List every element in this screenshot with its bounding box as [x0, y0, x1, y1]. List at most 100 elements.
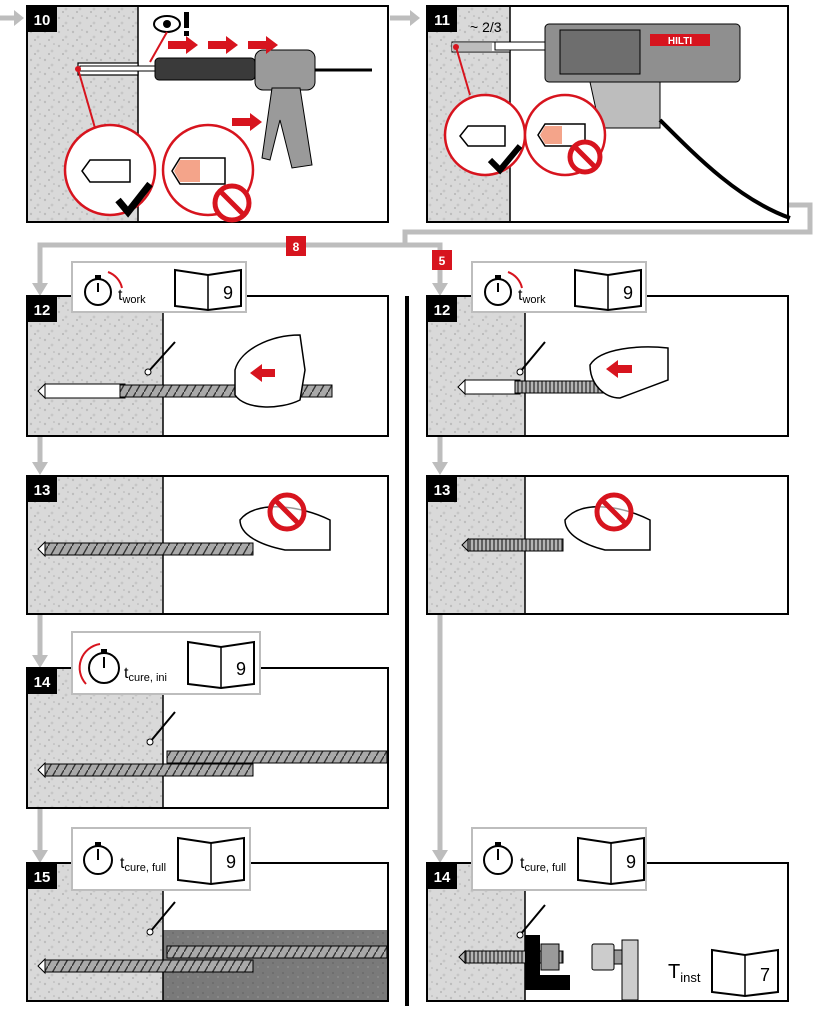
manual-book-icon — [187, 640, 255, 690]
arrowhead — [432, 462, 448, 475]
arrowhead — [32, 655, 48, 668]
branch-badge-left: 8 — [286, 236, 306, 256]
rebar — [44, 959, 254, 973]
step-number: 13 — [34, 482, 51, 499]
push-arrows — [168, 36, 278, 131]
step-number: 10 — [34, 12, 51, 29]
gauge-pin — [149, 711, 176, 743]
check-icon — [487, 144, 523, 175]
stopwatch-icon — [484, 271, 523, 306]
branch-divider — [405, 296, 409, 1006]
step-number-badge — [27, 296, 57, 322]
manual-page-ref: 7 — [760, 965, 770, 985]
prohibited-icon — [567, 139, 603, 175]
torque-wrench-socket-icon — [591, 939, 639, 1001]
manual-page-ref: 9 — [626, 852, 636, 872]
step-number: 12 — [34, 302, 51, 319]
step-number-badge — [27, 476, 57, 502]
drill-hole — [464, 379, 521, 395]
step-14-left-timing: tcure, ini 9 — [71, 631, 261, 695]
brand-plate — [650, 34, 710, 46]
arrowhead — [432, 283, 448, 296]
eye-icon — [153, 15, 181, 33]
step-number-badge — [27, 6, 57, 32]
time-symbol: tcure, full — [120, 855, 166, 874]
fill-fraction-label: ~ 2/3 — [470, 19, 502, 35]
dispenser-gun — [79, 49, 372, 169]
correct-nozzle-detail — [443, 93, 527, 177]
correct-nozzle-detail — [63, 123, 157, 218]
arrowhead — [32, 462, 48, 475]
arrowhead — [410, 10, 420, 26]
branch-badge-right: 5 — [432, 250, 452, 270]
step-12-left-timing: twork 9 — [71, 261, 247, 313]
step-12-right-timing: twork 9 — [471, 261, 647, 313]
step-10-panel: 10 — [26, 5, 389, 223]
step-number: 13 — [434, 482, 451, 499]
fixture-plate — [525, 935, 570, 990]
drill-hole — [44, 383, 126, 399]
step-number-badge — [27, 668, 57, 694]
arrowhead — [32, 850, 48, 863]
step-number-badge — [427, 296, 457, 322]
step-number: 11 — [434, 12, 450, 29]
step-11-panel: 11 ~ 2/3 HILTI — [426, 5, 791, 223]
stopwatch-icon — [78, 643, 120, 685]
gauge-pin — [519, 904, 546, 936]
brand-label: HILTI — [668, 36, 692, 47]
connector-arrowheads — [14, 10, 448, 863]
step-number: 12 — [434, 302, 451, 319]
manual-book-icon — [577, 836, 645, 886]
time-symbol: tcure, full — [520, 855, 566, 874]
incorrect-nozzle-detail — [161, 123, 255, 223]
flow-connectors — [0, 15, 813, 855]
prohibited-icon — [212, 183, 252, 223]
time-symbol: twork — [118, 287, 146, 306]
stopwatch-icon — [84, 271, 123, 306]
step-12-right-panel: 12 — [426, 295, 789, 437]
gauge-pin — [149, 901, 176, 933]
rebar — [44, 542, 254, 556]
step-number-badge — [427, 6, 457, 32]
stopwatch-icon — [83, 842, 113, 875]
arrowhead — [432, 850, 448, 863]
step-number-badge — [27, 863, 57, 889]
gauge-pin — [147, 341, 176, 373]
rebar-lap — [166, 945, 388, 959]
install-torque-symbol: Tinst — [668, 961, 701, 985]
connector-11-to-branches — [37, 202, 813, 285]
time-symbol: tcure, ini — [124, 665, 167, 684]
step-12-left-panel: 12 — [26, 295, 389, 437]
prohibited-icon — [594, 492, 634, 532]
exclamation-icon — [184, 12, 189, 28]
manual-page-ref: 9 — [623, 283, 633, 303]
step-13-right-panel: 13 — [426, 475, 789, 615]
step-number: 14 — [34, 674, 51, 691]
incorrect-nozzle-detail — [523, 93, 607, 177]
branch-label-left: 8 — [293, 240, 300, 254]
gauge-pin — [519, 341, 546, 373]
step-number: 14 — [434, 869, 451, 886]
manual-page-ref: 9 — [226, 852, 236, 872]
step-15-timing: tcure, full 9 — [71, 827, 251, 891]
nut — [540, 943, 560, 971]
check-icon — [115, 181, 153, 218]
push-arrow — [250, 364, 275, 382]
arrowhead — [32, 283, 48, 296]
manual-book-icon — [177, 836, 245, 886]
manual-page-ref: 9 — [223, 283, 233, 303]
prohibited-icon — [267, 492, 307, 532]
manual-book-icon — [711, 948, 779, 998]
step-number-badge — [427, 476, 457, 502]
rebar-lap — [166, 750, 388, 764]
stopwatch-icon — [483, 842, 513, 875]
threaded-rod — [467, 538, 564, 552]
push-arrow — [606, 360, 632, 378]
branch-label-right: 5 — [439, 254, 446, 268]
connector-branch-right — [405, 242, 443, 285]
manual-book-icon — [174, 268, 242, 312]
dispenser-gun: HILTI — [494, 23, 791, 220]
step-number-badge — [427, 863, 457, 889]
step-14-right-timing: tcure, full 9 — [471, 827, 647, 891]
